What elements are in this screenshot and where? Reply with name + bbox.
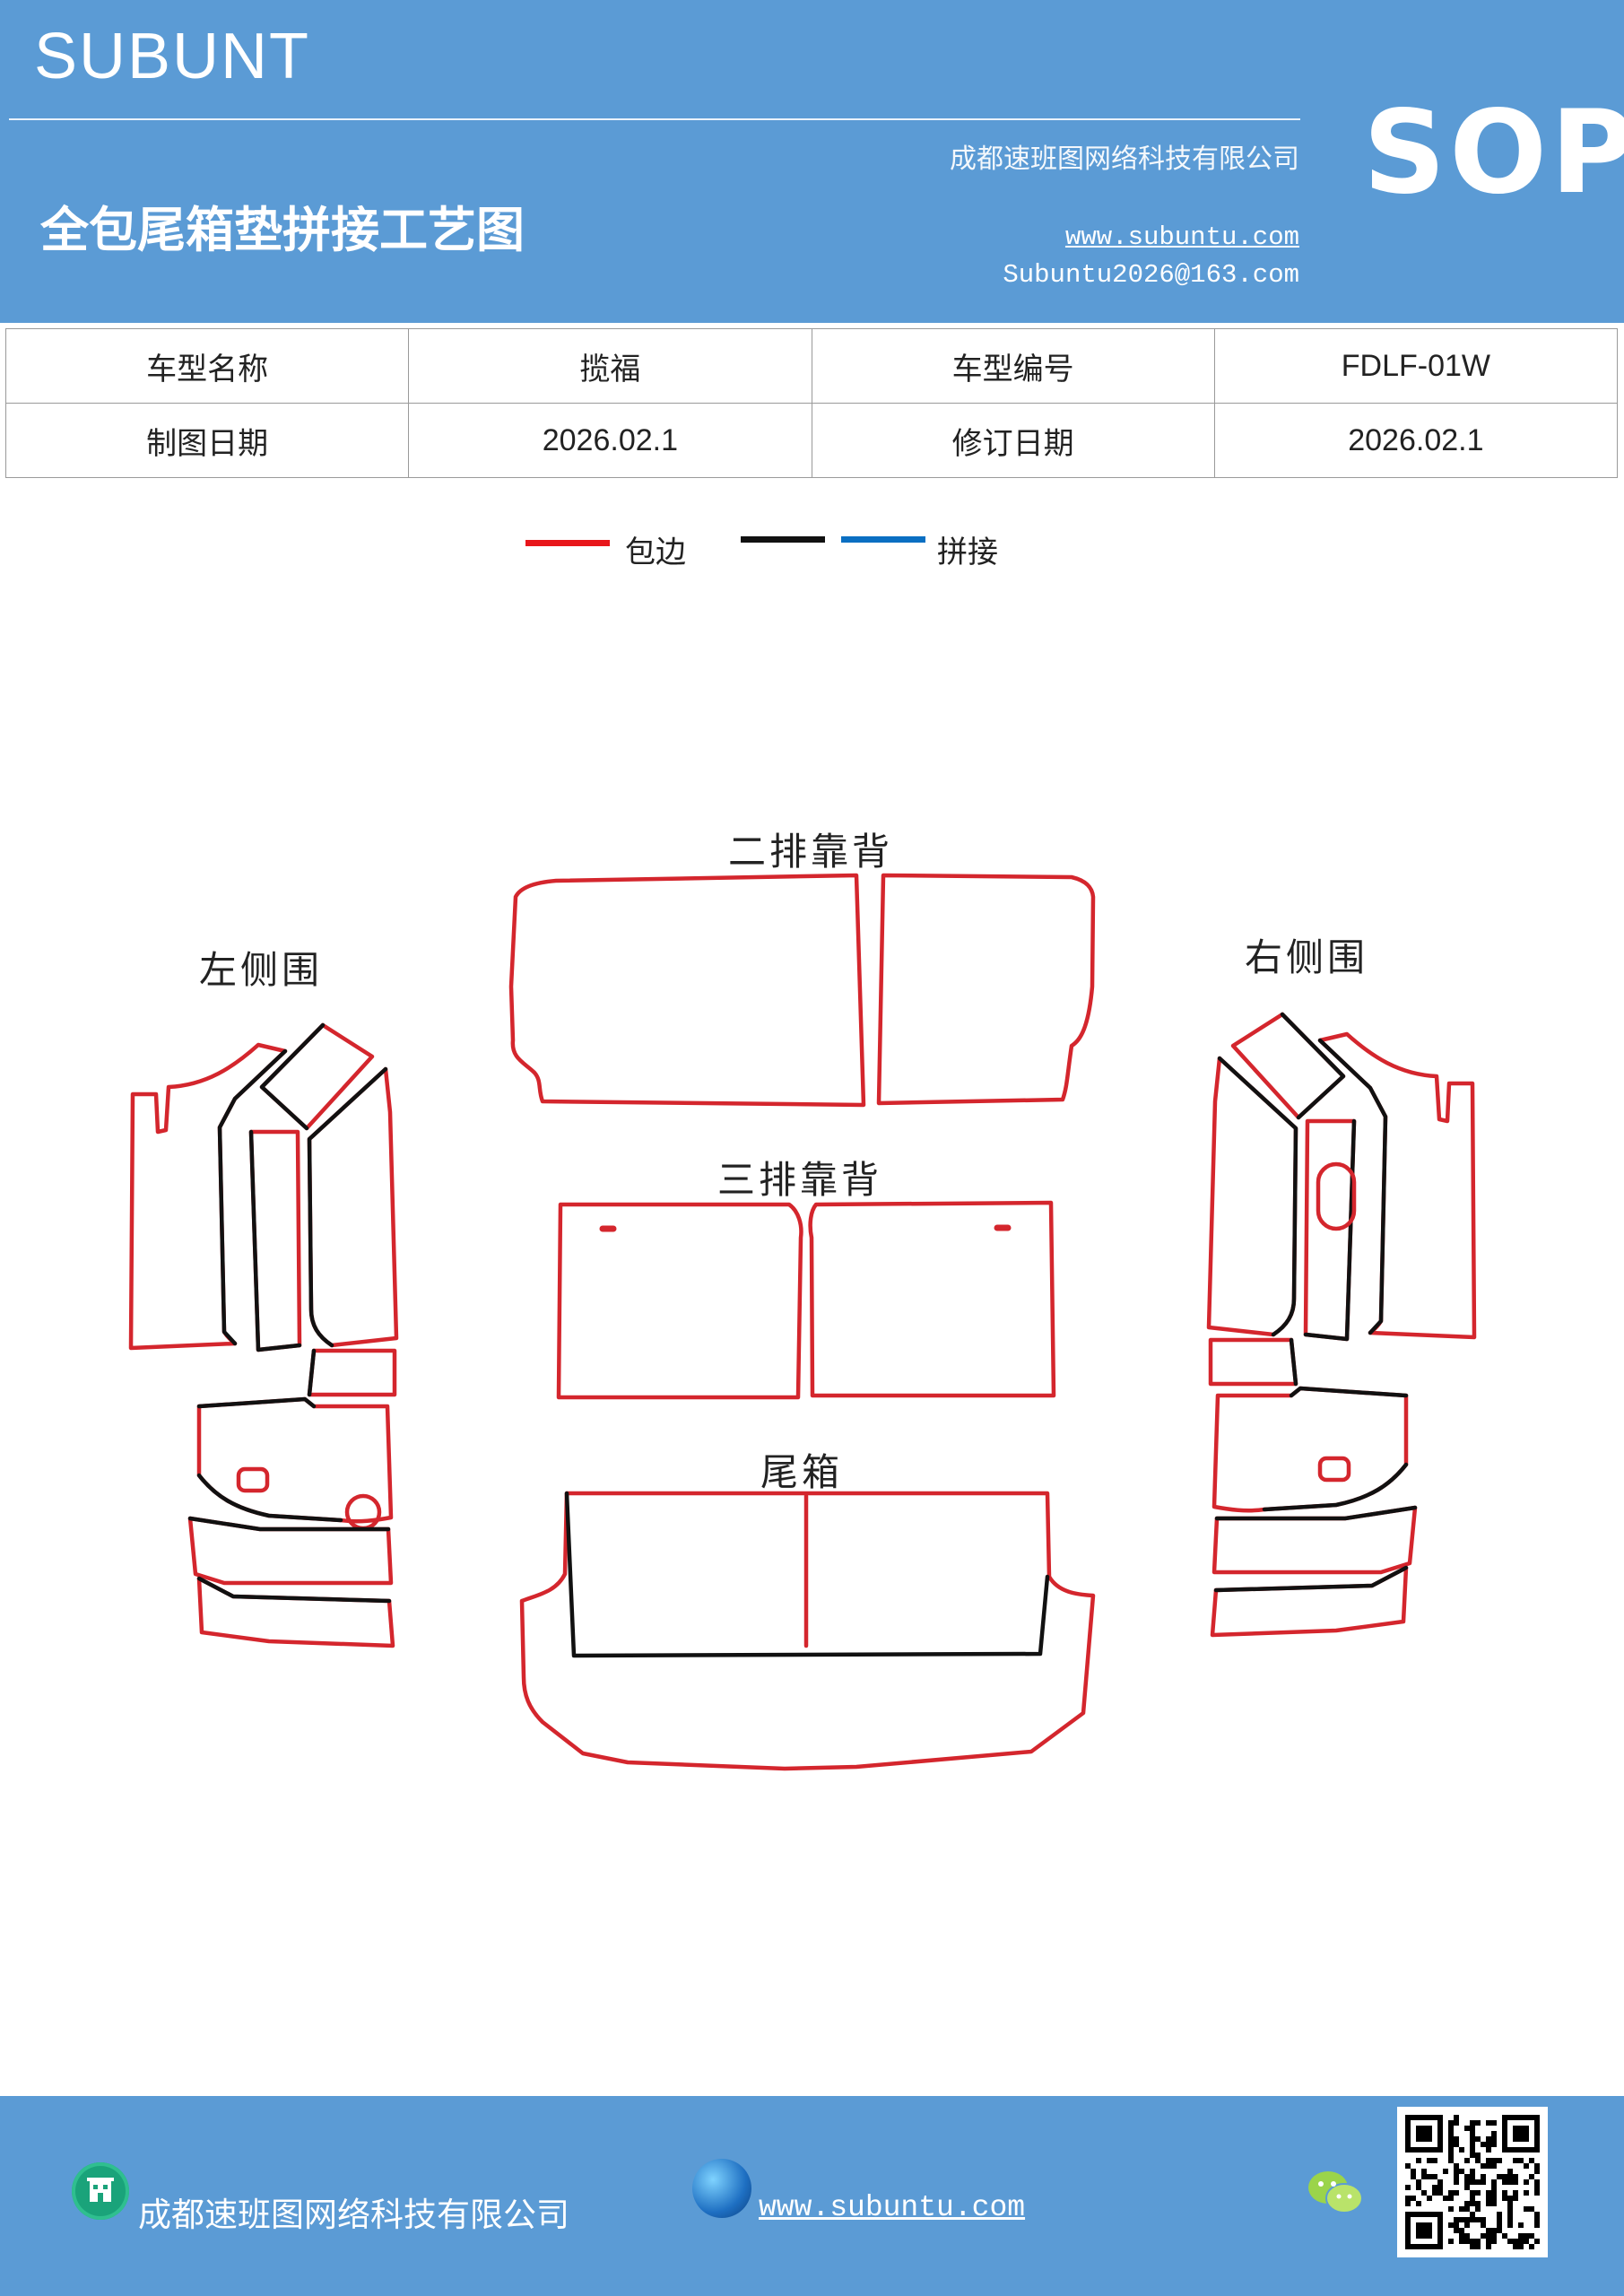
building-icon bbox=[72, 2162, 129, 2220]
trunk-panel bbox=[519, 1491, 1096, 1771]
label-trunk: 尾箱 bbox=[760, 1450, 844, 1494]
legend-swatch-seam bbox=[841, 536, 925, 543]
table-cell: 修订日期 bbox=[811, 403, 1215, 478]
right-wheel-seam bbox=[1262, 1386, 1409, 1512]
left-strip-seam bbox=[217, 1048, 288, 1346]
trunk-fold-line bbox=[564, 1491, 1050, 1658]
legend-swatch-black bbox=[741, 536, 825, 543]
right-lower-seam-1 bbox=[1214, 1505, 1418, 1521]
left-small-block-seam bbox=[307, 1348, 317, 1397]
legend: 包边 拼接 bbox=[0, 520, 1624, 574]
right-small-block bbox=[1208, 1337, 1298, 1387]
right-triangle-seam bbox=[1280, 1012, 1346, 1120]
panel-3rd-left bbox=[556, 1202, 803, 1400]
panel-2nd-right bbox=[876, 873, 1096, 1106]
table-cell: FDLF-01W bbox=[1213, 328, 1619, 404]
legend-swatch-edge bbox=[525, 540, 610, 546]
label-second-row-back: 二排靠背 bbox=[728, 830, 894, 874]
left-lower-seam-2 bbox=[196, 1576, 392, 1604]
header-company: 成都速班图网络科技有限公司 bbox=[950, 144, 1299, 175]
globe-icon bbox=[692, 2159, 751, 2218]
panel-3rd-right bbox=[808, 1200, 1056, 1398]
label-right-side: 右侧围 bbox=[1245, 935, 1369, 979]
right-strip-outer bbox=[1317, 1031, 1477, 1340]
right-strip-seam bbox=[1317, 1038, 1388, 1335]
header-divider bbox=[9, 118, 1300, 120]
document-title: 全包尾箱垫拼接工艺图 bbox=[40, 201, 525, 258]
wechat-icon[interactable] bbox=[1305, 2166, 1366, 2220]
panel-2nd-left bbox=[508, 873, 866, 1108]
left-cutout bbox=[236, 1466, 270, 1493]
legend-label-seam: 拼接 bbox=[937, 535, 998, 570]
table-cell: 2026.02.1 bbox=[1213, 403, 1619, 478]
legend-label-edge: 包边 bbox=[625, 535, 686, 570]
left-tall-seam bbox=[307, 1066, 388, 1348]
right-rect-seam bbox=[1303, 1118, 1357, 1342]
right-lower-strip-2 bbox=[1210, 1565, 1409, 1638]
vehicle-info-table: 车型名称 揽福 车型编号 FDLF-01W 制图日期 2026.02.1 修订日… bbox=[4, 328, 1619, 478]
table-cell: 制图日期 bbox=[4, 403, 410, 478]
qr-code[interactable] bbox=[1397, 2107, 1548, 2257]
label-left-side: 左侧围 bbox=[199, 948, 324, 992]
left-wheel-seam bbox=[196, 1396, 343, 1523]
left-strip-outer bbox=[128, 1042, 288, 1351]
footer-company: 成都速班图网络科技有限公司 bbox=[138, 2196, 569, 2234]
left-side-panels bbox=[128, 1022, 399, 1648]
table-cell: 2026.02.1 bbox=[408, 403, 812, 478]
right-oval-cutout bbox=[1316, 1161, 1357, 1231]
table-cell: 车型编号 bbox=[811, 328, 1215, 404]
left-triangle-piece bbox=[259, 1022, 375, 1131]
right-lower-seam-2 bbox=[1213, 1565, 1409, 1593]
table-row: 车型名称 揽福 车型编号 FDLF-01W bbox=[4, 328, 1619, 404]
second-row-back-panels bbox=[508, 873, 1096, 1108]
left-rect-seam bbox=[248, 1129, 302, 1352]
right-cutout bbox=[1317, 1456, 1351, 1483]
brand-logo: SUBUNT bbox=[34, 21, 311, 92]
left-small-block bbox=[307, 1348, 397, 1397]
right-side-panels bbox=[1206, 1012, 1477, 1638]
footer-banner: 成都速班图网络科技有限公司 www.subuntu.com bbox=[0, 2096, 1624, 2296]
left-lower-seam-1 bbox=[187, 1516, 391, 1532]
right-triangle-piece bbox=[1230, 1012, 1346, 1120]
third-row-back-panels bbox=[556, 1200, 1056, 1400]
left-triangle-seam bbox=[259, 1022, 326, 1131]
header-url-link[interactable]: www.subuntu.com bbox=[1064, 222, 1299, 252]
trunk-outline bbox=[519, 1491, 1096, 1771]
table-row: 制图日期 2026.02.1 修订日期 2026.02.1 bbox=[4, 403, 1619, 478]
footer-url-link[interactable]: www.subuntu.com bbox=[759, 2191, 1026, 2224]
header-banner: SUBUNT 成都速班图网络科技有限公司 全包尾箱垫拼接工艺图 www.subu… bbox=[0, 0, 1624, 323]
left-lower-strip-2 bbox=[196, 1576, 395, 1648]
table-cell: 车型名称 bbox=[4, 328, 410, 404]
left-hole bbox=[344, 1493, 382, 1531]
header-email: Subuntu2026@163.com bbox=[1003, 260, 1299, 290]
right-tall-seam bbox=[1217, 1056, 1298, 1337]
sop-badge: SOP bbox=[1363, 86, 1624, 220]
table-cell: 揽福 bbox=[408, 328, 812, 404]
right-small-block-seam bbox=[1289, 1337, 1298, 1387]
label-third-row-back: 三排靠背 bbox=[717, 1158, 883, 1202]
